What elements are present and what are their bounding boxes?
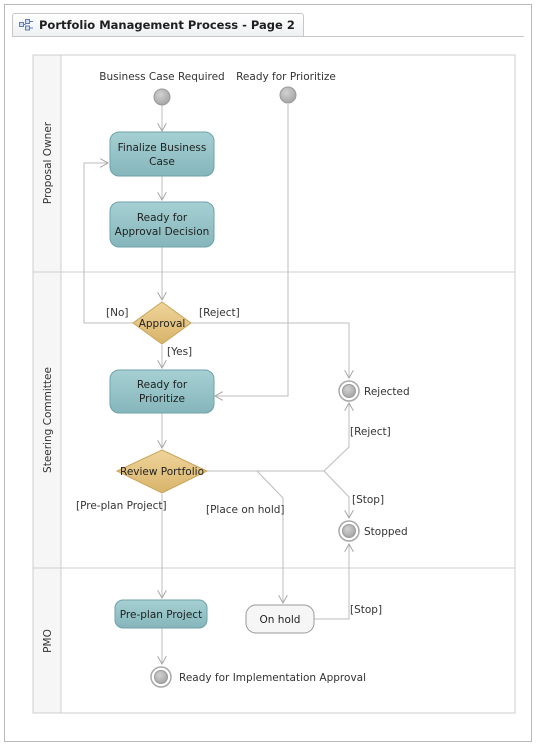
tab-underline <box>12 36 524 37</box>
edge-review-to-on-hold <box>256 470 283 603</box>
edge-prioritize-start-to-ready <box>215 104 289 396</box>
edge-label-yes: [Yes] <box>167 346 192 358</box>
lane-label-proposal-owner: Proposal Owner <box>42 121 54 204</box>
edge-review-reject <box>323 403 349 472</box>
activity-finalize-business-case[interactable]: Finalize Business Case <box>109 131 215 177</box>
edge-label-stop: [Stop] <box>350 604 382 616</box>
end-event-label: Stopped <box>364 526 408 538</box>
decision-label: Review Portfolio <box>120 466 204 478</box>
end-event-label: Ready for Implementation Approval <box>179 672 366 684</box>
activity-label: Pre-plan Project <box>120 609 202 621</box>
end-event-stopped[interactable]: Stopped <box>338 520 408 542</box>
start-event-business-case[interactable]: Business Case Required <box>99 71 225 106</box>
end-event-label: Rejected <box>364 386 410 398</box>
activity-ready-approval-decision[interactable]: Ready for Approval Decision <box>109 201 215 248</box>
page-tab[interactable]: Portfolio Management Process - Page 2 <box>12 13 304 36</box>
start-event-prioritize[interactable]: Ready for Prioritize <box>236 71 336 104</box>
page-title: Portfolio Management Process - Page 2 <box>39 18 295 32</box>
activity-preplan-project[interactable]: Pre-plan Project <box>114 599 208 629</box>
decision-review-portfolio[interactable]: Review Portfolio <box>115 449 209 494</box>
activity-label-line1: Ready for <box>137 212 188 224</box>
edge-on-hold-stop <box>314 544 349 620</box>
activity-label-line1: Finalize Business <box>118 142 207 154</box>
edge-label-place-on-hold: [Place on hold] <box>206 504 285 516</box>
edge-label-stop: [Stop] <box>352 494 384 506</box>
lane-label-steering-committee: Steering Committee <box>42 367 54 473</box>
decision-label: Approval <box>139 318 186 330</box>
edge-approval-reject <box>191 322 349 378</box>
activity-label: On hold <box>260 614 301 626</box>
activity-label-line2: Case <box>149 156 175 168</box>
edge-approval-no <box>83 163 133 324</box>
diagram-page-icon <box>19 19 33 31</box>
end-event-ready-implementation[interactable]: Ready for Implementation Approval <box>150 666 366 688</box>
edge-label-preplan: [Pre-plan Project] <box>76 500 167 512</box>
activity-on-hold[interactable]: On hold <box>245 604 315 634</box>
lane-labels: Proposal Owner Steering Committee PMO <box>42 121 54 653</box>
connectors <box>83 104 349 664</box>
activity-label-line1: Ready for <box>137 379 188 391</box>
edge-labels: [No] [Reject] [Yes] [Reject] [Stop] [Pre… <box>76 307 391 616</box>
activity-ready-prioritize[interactable]: Ready for Prioritize <box>109 369 215 414</box>
activity-label-line2: Approval Decision <box>115 226 210 238</box>
edge-label-no: [No] <box>106 307 128 319</box>
decision-approval[interactable]: Approval <box>132 301 192 345</box>
activity-label-line2: Prioritize <box>139 393 185 405</box>
end-event-rejected[interactable]: Rejected <box>338 380 410 402</box>
edge-label-reject: [Reject] <box>199 307 240 319</box>
start-event-label: Business Case Required <box>99 71 224 83</box>
edge-label-reject: [Reject] <box>350 426 391 438</box>
lane-label-pmo: PMO <box>42 629 54 653</box>
start-event-label: Ready for Prioritize <box>236 71 336 83</box>
edge-review-stop <box>323 470 349 518</box>
